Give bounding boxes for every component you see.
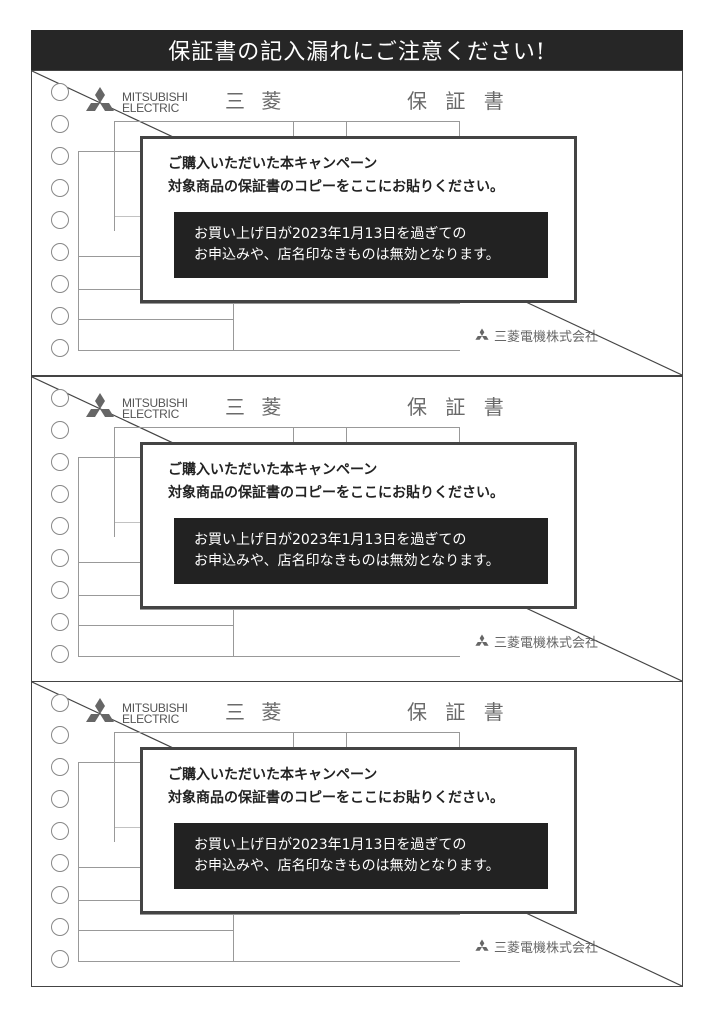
punch-hole — [51, 645, 69, 663]
brand-jp: 三 菱 — [225, 89, 287, 113]
notice-line-2: 対象商品の保証書のコピーをここにお貼りください。 — [168, 485, 504, 501]
mitsubishi-three-diamonds-icon — [475, 938, 489, 951]
warranty-panel: MITSUBISHI ELECTRIC 三 菱 保 証 書 — [31, 376, 683, 682]
warning-line-1: お買い上げ日が2023年1月13日を過ぎての — [194, 837, 467, 853]
mitsubishi-logo: MITSUBISHI ELECTRIC — [82, 697, 188, 731]
punch-holes — [51, 694, 69, 982]
company-name: 三菱電機株式会社 — [473, 632, 598, 651]
logo-line1: MITSUBISHI — [122, 396, 188, 410]
warning-line-1: お買い上げ日が2023年1月13日を過ぎての — [194, 226, 467, 242]
mitsubishi-three-diamonds-icon — [86, 698, 114, 722]
punch-hole — [51, 211, 69, 229]
punch-hole — [51, 790, 69, 808]
warning-line-2: お申込みや、店名印なきものは無効となります。 — [194, 553, 500, 569]
punch-hole — [51, 822, 69, 840]
logo-line2: ELECTRIC — [122, 407, 179, 421]
form-grid — [78, 427, 460, 657]
notice-line-2: 対象商品の保証書のコピーをここにお貼りください。 — [168, 179, 504, 195]
mitsubishi-three-diamonds-icon — [475, 633, 489, 646]
punch-hole — [51, 726, 69, 744]
mitsubishi-three-diamonds-icon — [475, 327, 489, 340]
punch-hole — [51, 918, 69, 936]
punch-hole — [51, 886, 69, 904]
company-label: 三菱電機株式会社 — [494, 941, 599, 956]
warning-box: お買い上げ日が2023年1月13日を過ぎての お申込みや、店名印なきものは無効と… — [174, 518, 548, 584]
punch-holes — [51, 389, 69, 677]
punch-hole — [51, 179, 69, 197]
mitsubishi-three-diamonds-icon — [86, 87, 114, 111]
punch-hole — [51, 243, 69, 261]
punch-hole — [51, 950, 69, 968]
mitsubishi-logo: MITSUBISHI ELECTRIC — [82, 392, 188, 426]
punch-hole — [51, 613, 69, 631]
logo-line2: ELECTRIC — [122, 712, 179, 726]
punch-hole — [51, 517, 69, 535]
punch-hole — [51, 115, 69, 133]
company-label: 三菱電機株式会社 — [494, 330, 599, 345]
doc-title: 保 証 書 — [407, 395, 510, 419]
punch-hole — [51, 549, 69, 567]
punch-hole — [51, 758, 69, 776]
notice-line-1: ご購入いただいた本キャンペーン — [168, 767, 378, 783]
logo-line1: MITSUBISHI — [122, 90, 188, 104]
form-grid — [78, 732, 460, 962]
notice-line-1: ご購入いただいた本キャンペーン — [168, 462, 378, 478]
header-banner: 保証書の記入漏れにご注意ください! — [31, 30, 683, 70]
warning-box: お買い上げ日が2023年1月13日を過ぎての お申込みや、店名印なきものは無効と… — [174, 823, 548, 889]
logo-text: MITSUBISHI ELECTRIC — [122, 90, 188, 115]
doc-title: 保 証 書 — [407, 700, 510, 724]
company-name: 三菱電機株式会社 — [473, 326, 598, 345]
notice-box: ご購入いただいた本キャンペーン 対象商品の保証書のコピーをここにお貼りください。… — [140, 747, 577, 914]
warranty-panel: MITSUBISHI ELECTRIC 三 菱 保 証 書 — [31, 681, 683, 987]
logo-line2: ELECTRIC — [122, 101, 179, 115]
punch-hole — [51, 854, 69, 872]
mitsubishi-logo: MITSUBISHI ELECTRIC — [82, 86, 188, 120]
warning-line-1: お買い上げ日が2023年1月13日を過ぎての — [194, 532, 467, 548]
doc-title: 保 証 書 — [407, 89, 510, 113]
punch-hole — [51, 694, 69, 712]
punch-hole — [51, 307, 69, 325]
header-title: 保証書の記入漏れにご注意ください! — [168, 40, 546, 65]
logo-text: MITSUBISHI ELECTRIC — [122, 396, 188, 421]
punch-hole — [51, 581, 69, 599]
brand-jp: 三 菱 — [225, 700, 287, 724]
punch-hole — [51, 147, 69, 165]
punch-hole — [51, 339, 69, 357]
punch-hole — [51, 275, 69, 293]
notice-line-1: ご購入いただいた本キャンペーン — [168, 156, 378, 172]
punch-holes — [51, 83, 69, 371]
punch-hole — [51, 83, 69, 101]
punch-hole — [51, 453, 69, 471]
logo-line1: MITSUBISHI — [122, 701, 188, 715]
warning-line-2: お申込みや、店名印なきものは無効となります。 — [194, 247, 500, 263]
mitsubishi-three-diamonds-icon — [86, 393, 114, 417]
notice-box: ご購入いただいた本キャンペーン 対象商品の保証書のコピーをここにお貼りください。… — [140, 442, 577, 609]
notice-box: ご購入いただいた本キャンペーン 対象商品の保証書のコピーをここにお貼りください。… — [140, 136, 577, 303]
warning-box: お買い上げ日が2023年1月13日を過ぎての お申込みや、店名印なきものは無効と… — [174, 212, 548, 278]
punch-hole — [51, 389, 69, 407]
form-grid — [78, 121, 460, 351]
punch-hole — [51, 421, 69, 439]
warranty-panel: MITSUBISHI ELECTRIC 三 菱 保 証 書 — [31, 70, 683, 376]
notice-line-2: 対象商品の保証書のコピーをここにお貼りください。 — [168, 790, 504, 806]
logo-text: MITSUBISHI ELECTRIC — [122, 701, 188, 726]
brand-jp: 三 菱 — [225, 395, 287, 419]
company-name: 三菱電機株式会社 — [473, 937, 598, 956]
warning-line-2: お申込みや、店名印なきものは無効となります。 — [194, 858, 500, 874]
punch-hole — [51, 485, 69, 503]
company-label: 三菱電機株式会社 — [494, 636, 599, 651]
